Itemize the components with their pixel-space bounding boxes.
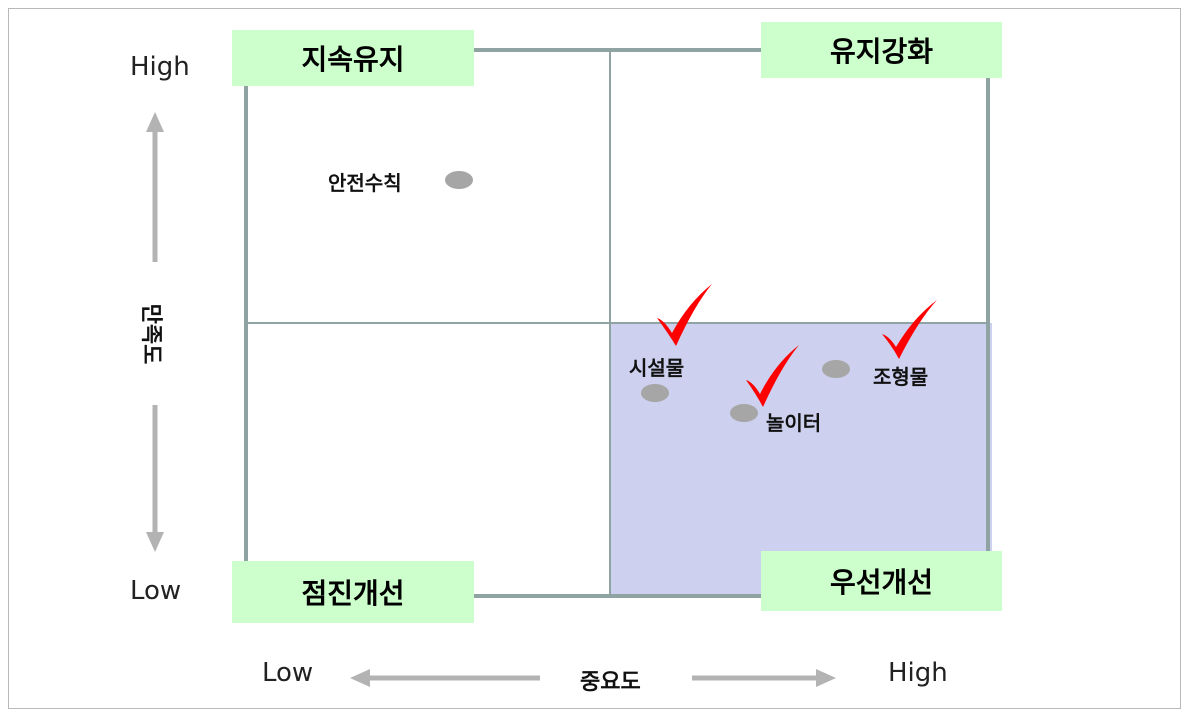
check-mark-facilities [657, 284, 712, 346]
diagram-frame [8, 8, 1181, 709]
priority-quadrant-highlight [610, 323, 992, 596]
y-axis-arrow-down-head [146, 532, 164, 552]
check-mark-playground [746, 345, 799, 407]
point-marker-safety-rules [445, 171, 473, 189]
x-axis-title: 중요도 [580, 670, 641, 695]
point-marker-sculpture [822, 360, 850, 378]
check-mark-sculpture [882, 300, 937, 359]
x-axis-arrow-left-head [350, 669, 370, 687]
x-axis-arrow-right-head [816, 669, 836, 687]
quadrant-label-priority-improve: 우선개선 [761, 551, 1002, 611]
quadrant-label-maintain: 지속유지 [232, 30, 474, 86]
y-axis-arrow-up-head [146, 112, 164, 132]
point-label-sculpture: 조형물 [873, 365, 929, 389]
point-marker-facilities [641, 384, 669, 402]
x-axis-high-label: High [888, 658, 948, 688]
point-label-playground: 놀이터 [766, 411, 822, 435]
y-axis-title: 만족도 [138, 303, 163, 365]
point-marker-playground [730, 404, 758, 422]
point-label-facilities: 시설물 [629, 356, 685, 380]
quadrant-label-reinforce: 유지강화 [761, 22, 1002, 78]
y-axis-low-label: Low [130, 576, 182, 606]
y-axis-high-label: High [130, 52, 190, 82]
point-label-safety-rules: 안전수칙 [328, 171, 402, 195]
x-axis-low-label: Low [262, 658, 314, 688]
quadrant-label-gradual-improve: 점진개선 [232, 561, 474, 623]
